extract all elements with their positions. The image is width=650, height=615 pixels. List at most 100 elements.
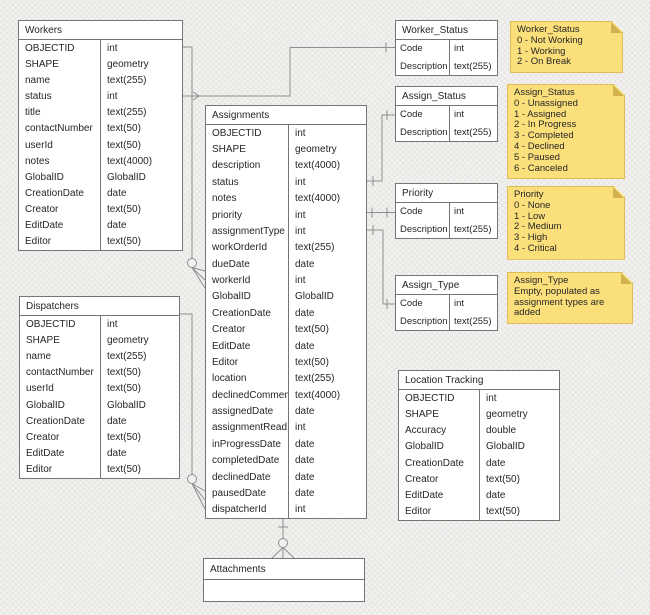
field-type: text(255) xyxy=(288,239,366,256)
field-type: int xyxy=(100,316,179,333)
field-name: Creator xyxy=(25,204,59,216)
field-type: int xyxy=(288,223,366,240)
connector-dispatchers-assignments[interactable] xyxy=(180,313,206,510)
field-name: Code xyxy=(400,43,423,55)
many-arrow-icon xyxy=(192,91,200,101)
field-name: Creator xyxy=(212,324,246,336)
connector-workers-assignments[interactable] xyxy=(183,46,206,289)
field-type: date xyxy=(100,413,179,430)
connector-assignments-assignstatus[interactable] xyxy=(367,110,395,186)
connector-assignments-assigntype[interactable] xyxy=(367,225,395,309)
field-type: date xyxy=(479,455,559,472)
table-title: Worker_Status xyxy=(396,21,497,40)
field-type: text(50) xyxy=(100,136,182,154)
crow-foot-icon xyxy=(191,267,206,289)
field-type: date xyxy=(288,403,366,420)
field-type: int xyxy=(288,125,366,142)
table-title: Assign_Status xyxy=(396,87,497,106)
field-type: date xyxy=(100,185,182,202)
sticky-note-priority[interactable]: Priority 0 - None 1 - Low 2 - Medium 3 -… xyxy=(507,186,625,260)
connector-assignments-priority[interactable] xyxy=(367,207,395,218)
crow-foot-icon xyxy=(191,483,206,510)
zero-marker-icon xyxy=(278,538,288,548)
field-name: SHAPE xyxy=(212,144,246,156)
field-name: GlobalID xyxy=(26,399,65,411)
field-name: SHAPE xyxy=(25,58,59,70)
field-name: CreationDate xyxy=(212,307,271,319)
field-type: int xyxy=(288,174,366,191)
field-name: EditDate xyxy=(26,448,65,460)
field-type: text(50) xyxy=(100,233,182,251)
field-type: GlobalID xyxy=(100,169,182,186)
field-type: text(50) xyxy=(100,120,182,137)
field-name: pausedDate xyxy=(212,487,266,499)
sticky-note-worker-status[interactable]: Worker_Status 0 - Not Working 1 - Workin… xyxy=(510,21,623,73)
field-type: date xyxy=(100,445,179,462)
field-type: text(255) xyxy=(449,220,497,238)
field-type: date xyxy=(100,217,182,234)
field-name: name xyxy=(26,351,52,362)
field-type: text(255) xyxy=(100,348,179,365)
field-type: int xyxy=(288,419,366,437)
field-type: text(50) xyxy=(100,201,182,218)
field-name: name xyxy=(25,74,51,86)
entity-table-attachments[interactable]: Attachments xyxy=(203,558,365,602)
field-type: double xyxy=(479,422,559,439)
note-fold-icon xyxy=(613,85,624,96)
field-name: declinedComment xyxy=(212,389,288,401)
field-name: GlobalID xyxy=(212,291,251,303)
field-type: date xyxy=(288,256,366,273)
table-title: Priority xyxy=(396,184,497,203)
field-name: notes xyxy=(25,155,50,167)
field-type: date xyxy=(288,337,366,355)
connector-workers-workerstatus[interactable] xyxy=(183,42,395,101)
field-name: SHAPE xyxy=(405,408,439,420)
field-type: text(50) xyxy=(100,364,179,381)
field-name: assignmentType xyxy=(212,225,285,237)
connector-assignments-attachments[interactable] xyxy=(271,517,295,559)
field-type: int xyxy=(100,40,182,57)
field-type: text(50) xyxy=(288,354,366,371)
sticky-note-assign-type[interactable]: Assign_Type Empty, populated as assignme… xyxy=(507,272,633,324)
field-name: OBJECTID xyxy=(25,42,75,54)
field-name: Accuracy xyxy=(405,425,447,437)
field-type: date xyxy=(288,485,366,502)
field-type: text(50) xyxy=(479,503,559,520)
zero-marker-icon xyxy=(187,258,197,268)
field-name: status xyxy=(25,91,52,103)
sticky-note-assign-status[interactable]: Assign_Status 0 - Unassigned 1 - Assigne… xyxy=(507,84,625,179)
